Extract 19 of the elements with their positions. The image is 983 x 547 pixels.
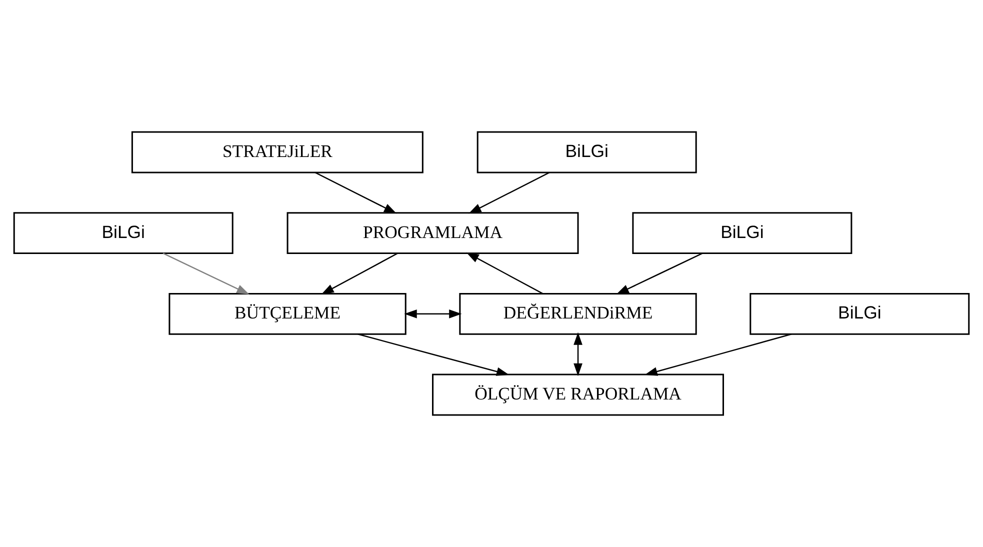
node-box: BiLGi [13, 212, 234, 254]
arrow [466, 252, 543, 294]
node-box: STRATEJiLER [131, 131, 424, 174]
arrow [162, 252, 250, 294]
node-box: BÜTÇELEME [168, 292, 406, 335]
arrow [644, 334, 792, 376]
arrow [616, 252, 703, 294]
arrow [468, 172, 550, 214]
arrow [358, 334, 510, 376]
node-box: ÖLÇÜM VE RAPORLAMA [432, 374, 724, 416]
arrow [314, 172, 397, 214]
node-box: DEĞERLENDiRME [459, 292, 697, 335]
arrow [404, 309, 462, 318]
arrow [574, 332, 582, 376]
node-box: BiLGi [632, 212, 852, 254]
arrow [321, 252, 398, 294]
node-box: PROGRAMLAMA [286, 212, 579, 254]
node-box: BiLGi [750, 292, 970, 335]
node-box: BiLGi [476, 131, 697, 174]
